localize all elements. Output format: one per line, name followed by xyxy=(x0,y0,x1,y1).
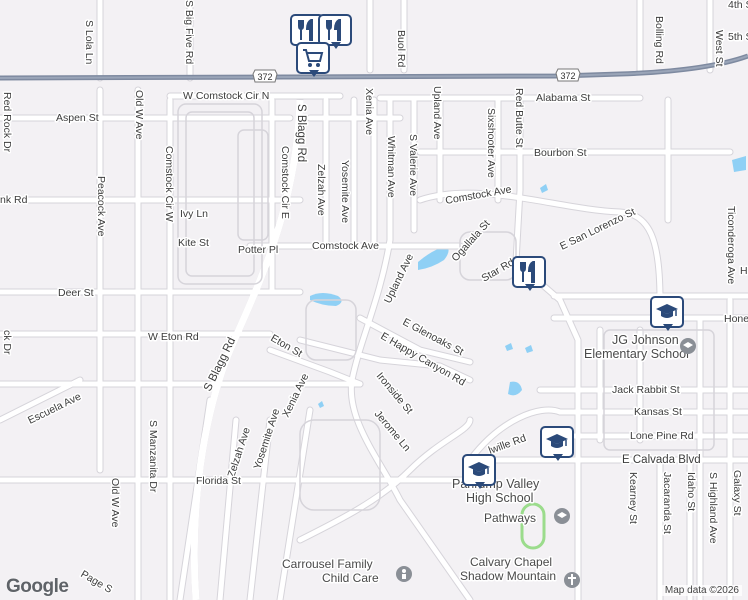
street-label: Whitman Ave xyxy=(385,136,397,198)
street-label: Idaho St xyxy=(685,472,697,511)
street-label: Peacock Ave xyxy=(95,176,107,237)
street-label: Lone Pine Rd xyxy=(630,430,694,442)
street-label: H xyxy=(740,265,748,277)
street-label: Comstock Cir W xyxy=(163,146,175,222)
running-track xyxy=(520,502,546,550)
place-label: Elementary School xyxy=(584,347,689,361)
street-label: Bolling Rd xyxy=(653,16,665,64)
grocery-marker[interactable] xyxy=(296,42,332,82)
street-label: S Blagg Rd xyxy=(295,104,307,162)
street-label: Aspen St xyxy=(56,112,99,124)
school-marker[interactable] xyxy=(462,454,498,494)
place-label: Calvary Chapel xyxy=(470,555,552,569)
place-label: Child Care xyxy=(322,571,379,585)
school-icon xyxy=(656,304,678,318)
street-label: Deer St xyxy=(58,287,94,299)
shopping-cart-icon xyxy=(303,49,324,67)
place-label: High School xyxy=(466,491,533,505)
street-label: 4th S xyxy=(728,0,748,11)
street-label: Jacaranda St xyxy=(661,472,673,534)
street-label: Buol Rd xyxy=(395,30,407,68)
street-label: Red Butte St xyxy=(513,88,525,148)
street-label: Ivy Ln xyxy=(180,208,208,220)
map-attribution[interactable]: Map data ©2026 xyxy=(661,585,742,596)
street-label: Comstock Ave xyxy=(312,240,379,252)
place-label: Pathways xyxy=(484,511,536,525)
street-label: W Eton Rd xyxy=(148,331,199,343)
highway-372 xyxy=(0,53,748,81)
street-label: Old W Ave xyxy=(109,478,121,528)
place-label: Carrousel Family xyxy=(282,557,373,571)
restaurant-icon xyxy=(520,261,535,283)
school-marker[interactable] xyxy=(650,296,686,336)
street-label: Kite St xyxy=(178,237,209,249)
place-label: Shadow Mountain xyxy=(460,569,556,583)
google-logo: Google xyxy=(6,576,69,597)
street-label: Zelzah Ave xyxy=(225,426,252,479)
place-icons xyxy=(396,338,696,588)
place-label: JG Johnson xyxy=(612,333,679,347)
restaurant-marker[interactable] xyxy=(512,256,548,296)
street-label: nk Rd xyxy=(0,194,28,206)
highway-shield: 372 372 xyxy=(252,68,581,83)
street-label: Ogallala St xyxy=(449,218,492,264)
street-label: S Valerie Ave xyxy=(407,134,419,196)
blagg-road xyxy=(190,99,304,600)
place-labels: JG Johnson Elementary School Pahrump Val… xyxy=(281,332,691,587)
street-label: Sixshooter Ave xyxy=(485,108,497,178)
street-label: E Calvada Blvd xyxy=(622,454,701,466)
street-label: Jack Rabbit St xyxy=(612,384,680,396)
street-label: 5th St xyxy=(728,31,748,43)
street-label: Potter Pl xyxy=(238,244,278,256)
street-label: S Lola Ln xyxy=(83,20,95,65)
svg-text:372: 372 xyxy=(257,72,272,82)
street-label: W Comstock Cir N xyxy=(183,90,269,102)
svg-text:372: 372 xyxy=(560,71,575,81)
school-icon xyxy=(546,434,568,448)
street-label: Comstock Cir E xyxy=(279,146,291,219)
street-label: Kansas St xyxy=(634,406,682,418)
street-label: Florida St xyxy=(196,475,241,487)
street-label: Zelzah Ave xyxy=(315,164,327,216)
street-label: S Big Five Rd xyxy=(183,0,195,64)
street-label: Upland Ave xyxy=(431,86,443,140)
street-label: S Manzanita Dr xyxy=(147,420,159,493)
street-label: Alabama St xyxy=(536,92,590,104)
street-label: Old W Ave xyxy=(133,90,145,140)
street-label: Bourbon St xyxy=(534,147,587,159)
street-label: Ticonderoga Ave xyxy=(725,206,737,284)
school-icon xyxy=(468,462,490,476)
street-label: West St xyxy=(713,30,725,67)
street-label: Xenia Ave xyxy=(363,88,375,135)
restaurant-icon xyxy=(298,19,313,41)
restaurant-marker[interactable] xyxy=(318,14,354,54)
street-label: Galaxy St xyxy=(731,470,743,516)
street-label: ck Dr xyxy=(1,330,13,355)
school-marker[interactable] xyxy=(540,426,576,466)
street-label: Hone xyxy=(724,313,748,325)
street-label: Red Rock Dr xyxy=(1,92,13,153)
street-label: Comstock Ave xyxy=(444,183,512,206)
restaurant-icon xyxy=(326,19,341,41)
neighborhood-blocks xyxy=(177,103,715,511)
street-label: Kearney St xyxy=(627,472,639,524)
street-label: Yosemite Ave xyxy=(339,160,351,223)
street-label: S Highland Ave xyxy=(707,472,719,544)
street-label: Page S xyxy=(79,568,115,596)
